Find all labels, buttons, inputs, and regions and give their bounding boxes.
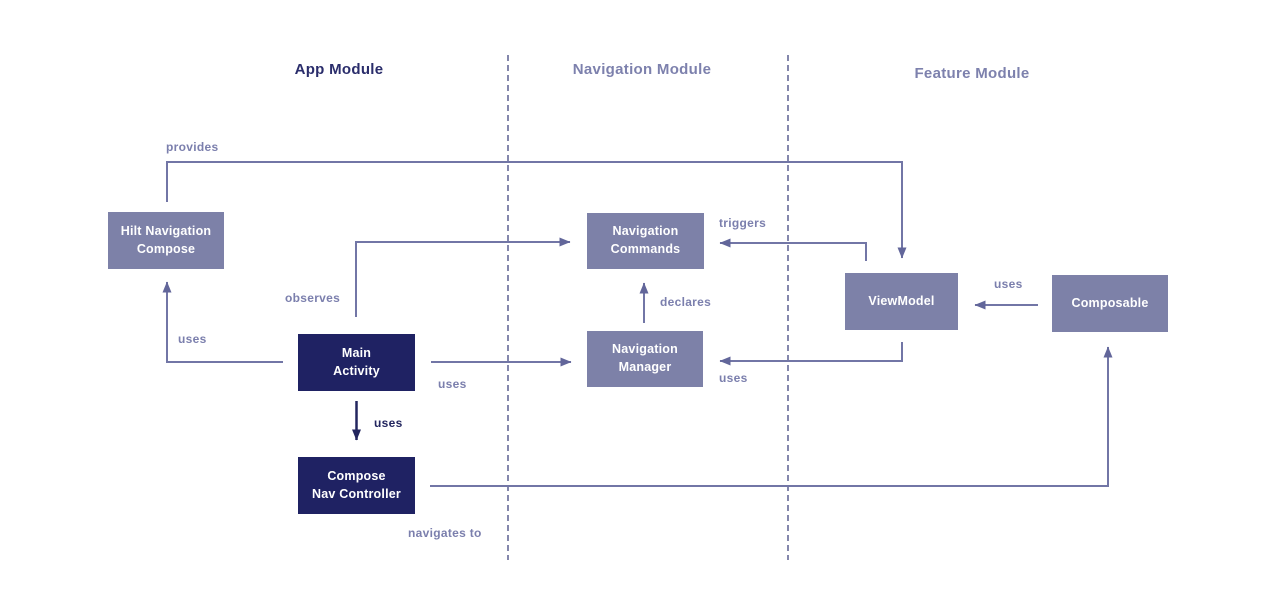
edge-label-uses-main-hilt: uses bbox=[178, 332, 207, 346]
node-main-activity: Main Activity bbox=[298, 334, 415, 391]
node-navigation-commands: Navigation Commands bbox=[587, 213, 704, 269]
edge-label-navigates-to: navigates to bbox=[408, 526, 482, 540]
edge-navigates-to bbox=[430, 346, 1113, 487]
edge-observes bbox=[355, 237, 571, 317]
module-separator-left bbox=[507, 55, 509, 560]
edge-uses-main-hilt bbox=[162, 281, 283, 363]
module-title-feature: Feature Module bbox=[914, 65, 1030, 82]
node-compose-nav-controller: Compose Nav Controller bbox=[298, 457, 415, 514]
edge-uses-viewmodel-navmanager bbox=[719, 342, 903, 366]
edge-label-uses-composable-viewmodel: uses bbox=[994, 277, 1023, 291]
edge-triggers bbox=[719, 238, 867, 261]
node-navigation-manager: Navigation Manager bbox=[587, 331, 703, 387]
node-viewmodel: ViewModel bbox=[845, 273, 958, 330]
module-title-app: App Module bbox=[294, 61, 384, 78]
edge-label-declares: declares bbox=[660, 295, 712, 309]
edge-label-observes: observes bbox=[285, 291, 341, 305]
module-title-navigation: Navigation Module bbox=[572, 61, 712, 78]
edge-label-provides: provides bbox=[166, 140, 219, 154]
node-hilt-navigation-compose: Hilt Navigation Compose bbox=[108, 212, 224, 269]
edge-label-triggers: triggers bbox=[719, 216, 767, 230]
edge-label-uses-viewmodel-navmanager: uses bbox=[719, 371, 748, 385]
node-composable: Composable bbox=[1052, 275, 1168, 332]
edge-provides bbox=[166, 161, 907, 259]
edge-label-uses-main-composenav: uses bbox=[374, 416, 403, 430]
edge-label-uses-main-navmanager: uses bbox=[438, 377, 467, 391]
module-separator-right bbox=[787, 55, 789, 560]
